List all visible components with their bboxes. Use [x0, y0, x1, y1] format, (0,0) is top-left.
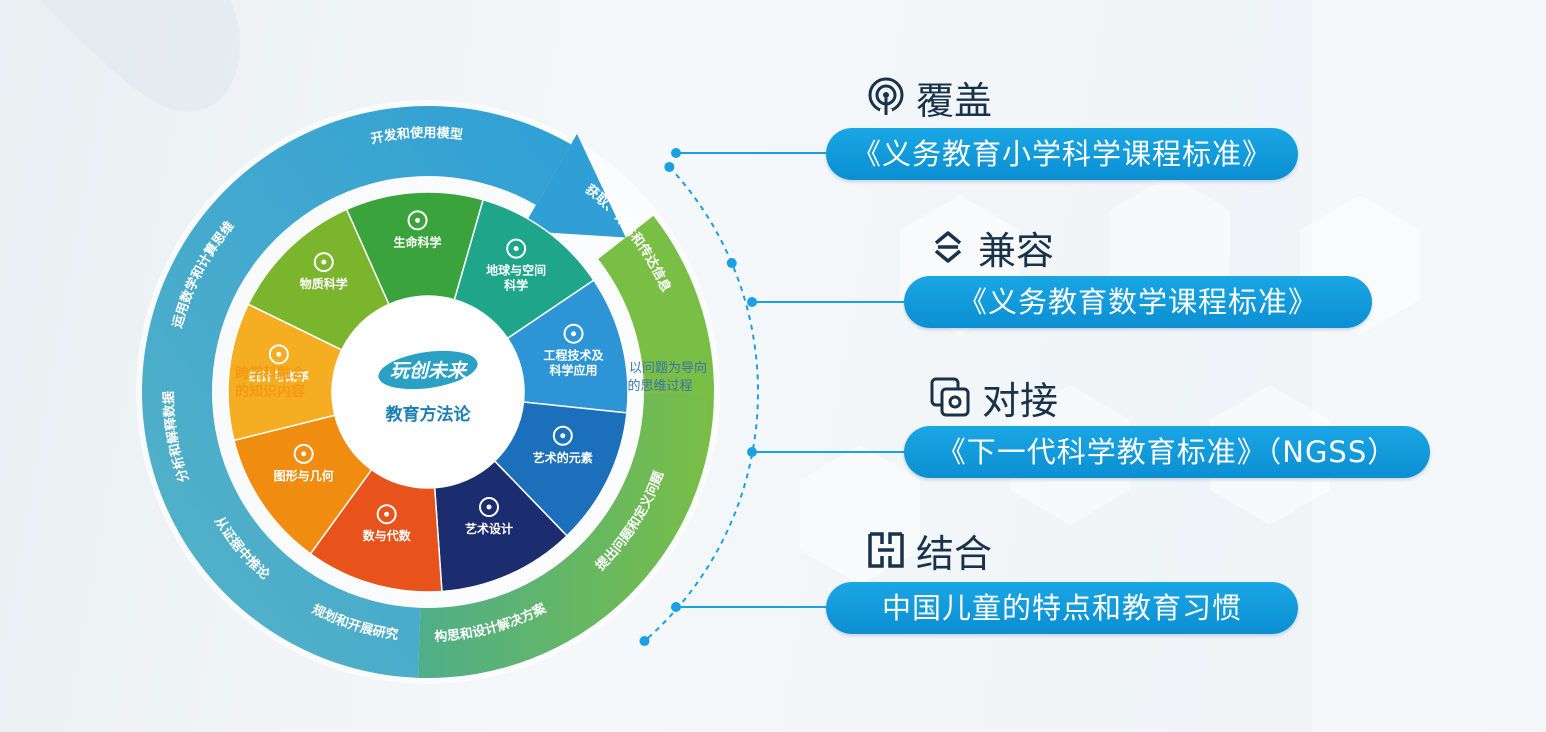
- connector-dot: [747, 447, 757, 457]
- segment-label: 艺术的元素: [533, 450, 593, 465]
- feature-heading-compatible: 兼容: [928, 222, 1055, 273]
- feature-pill-chinese-children: 中国儿童的特点和教育习惯: [826, 582, 1298, 634]
- segment-label: 物质科学: [300, 276, 348, 291]
- icon-outline: [407, 210, 428, 231]
- heart-icon: [407, 210, 428, 231]
- icon-dot: [415, 217, 421, 223]
- connector-dot: [671, 602, 681, 612]
- feature-heading-text: 对接: [982, 378, 1059, 423]
- right-label-line: 以问题为导向: [629, 360, 707, 376]
- icon-dot: [301, 451, 307, 457]
- center-logo-text: 玩创未来: [390, 360, 469, 382]
- connector-dot: [664, 161, 675, 172]
- sync-icon: [934, 231, 962, 263]
- icon-dot: [276, 351, 282, 357]
- icon-outline: [376, 504, 397, 525]
- broadcast-icon: [868, 77, 904, 115]
- connect-icon: [930, 377, 970, 417]
- left-label-line: 跨学科融合: [235, 365, 306, 382]
- center-logo-shape: [378, 350, 478, 390]
- feature-pill-math-standard: 《义务教育数学课程标准》: [904, 276, 1372, 328]
- icon-outline: [552, 425, 573, 446]
- outer-ring-blue: [142, 106, 571, 678]
- right-label-line: 的思维过程: [627, 378, 692, 394]
- palette-icon: [479, 497, 500, 518]
- icon-dot: [384, 511, 390, 517]
- connector-dot: [726, 258, 737, 269]
- icon-outline: [479, 497, 500, 518]
- feature-heading-text: 覆盖: [916, 78, 993, 123]
- combine-icon: [868, 532, 904, 568]
- cube-icon: [293, 443, 314, 464]
- connector-dashed-arc: [643, 166, 759, 642]
- leaf-icon: [313, 252, 334, 273]
- icon-outline: [293, 443, 314, 464]
- feature-pill-ngss-standard: 《下一代科学教育标准》（NGSS）: [904, 426, 1430, 478]
- tools-icon: [563, 323, 584, 344]
- segment-label: 科学应用: [550, 363, 598, 378]
- puzzle-icon: [552, 425, 573, 446]
- blue-arrow-head: [521, 133, 626, 238]
- connector-dot: [671, 148, 681, 158]
- feature-pill-science-standard: 《义务教育小学科学课程标准》: [826, 128, 1298, 180]
- left-label-line: 的知识内容: [235, 383, 305, 400]
- calculator-icon: [376, 504, 397, 525]
- center-title: 教育方法论: [385, 404, 472, 425]
- icon-outline: [313, 252, 334, 273]
- pie-chart-icon: [268, 344, 289, 365]
- icon-dot: [560, 433, 566, 439]
- segment-label: 生命科学: [394, 234, 442, 249]
- icon-dot: [486, 504, 492, 510]
- connector-dot: [639, 636, 650, 647]
- feature-heading-coverage: 覆盖: [866, 72, 993, 123]
- segment-label: 图形与几何: [274, 468, 334, 483]
- segment-label: 科学: [504, 278, 528, 293]
- icon-dot: [571, 331, 577, 337]
- outer-ring-green: [418, 392, 714, 678]
- segment-label: 艺术设计: [465, 521, 513, 536]
- feature-heading-text: 结合: [916, 531, 993, 576]
- icon-outline: [268, 344, 289, 365]
- outer-ring-green-tail: [598, 215, 714, 395]
- icon-dot: [513, 246, 519, 252]
- feature-heading-connect: 对接: [928, 372, 1059, 423]
- segment-label: 工程技术及: [544, 348, 605, 363]
- icon-outline: [563, 323, 584, 344]
- feature-heading-text: 兼容: [978, 228, 1055, 273]
- segment-label: 数与代数: [363, 528, 412, 543]
- segment-label: 地球与空间: [486, 263, 546, 278]
- globe-icon: [506, 238, 527, 259]
- segment-label: 统计与概率: [249, 368, 309, 383]
- center-disc: [332, 296, 524, 488]
- icon-outline: [506, 238, 527, 259]
- icon-dot: [321, 259, 327, 265]
- connector-dot: [747, 297, 757, 307]
- feature-heading-combine: 结合: [866, 525, 993, 576]
